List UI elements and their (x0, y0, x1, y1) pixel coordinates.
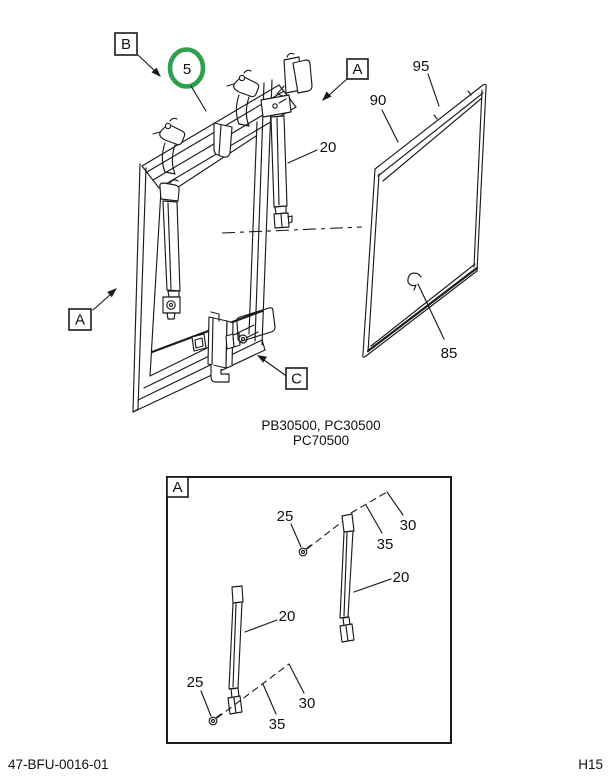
model-caption-line1: PB30500, PC30500 (261, 418, 380, 433)
glass-panel (362, 83, 487, 358)
callout-part20[interactable]: 20 (320, 139, 337, 156)
callout-part90[interactable]: 90 (370, 92, 387, 109)
leader-lower-20 (244, 619, 278, 633)
callout-lower-25[interactable]: 25 (187, 674, 204, 691)
leader-part5 (190, 85, 207, 112)
page-code: H15 (578, 757, 603, 772)
leader-part85 (417, 283, 445, 340)
leader-lower-35 (262, 683, 277, 715)
model-caption-line2: PC70500 (293, 433, 349, 448)
view-ref-c-box (285, 367, 308, 390)
detail-ref-label: A (172, 479, 182, 496)
detail-ref-box (166, 476, 189, 498)
highlight-circle (167, 47, 206, 89)
leader-upper-35 (365, 504, 383, 534)
header-bracket-block (213, 122, 233, 158)
strut-compressed (227, 585, 244, 715)
gas-strut-left (159, 179, 181, 320)
leader-upper-20 (353, 578, 392, 593)
callout-part5[interactable]: 5 (183, 61, 191, 78)
arrow-to-view-c (263, 359, 286, 376)
leader-lower-25 (200, 690, 212, 717)
doc-number: 47-BFU-0016-01 (8, 757, 109, 772)
callout-upper-20[interactable]: 20 (393, 569, 410, 586)
callout-part85[interactable]: 85 (441, 345, 458, 362)
axis-dash-lower (216, 663, 290, 719)
arrow-to-view-a-top (327, 78, 348, 97)
leader-upper-25 (290, 523, 302, 548)
right-post (248, 79, 273, 346)
highlighted-part-5[interactable]: 5 (167, 47, 206, 89)
hinge-clamp-left (152, 117, 186, 175)
strut-mount-bracket (276, 52, 313, 98)
door-frame-assembly (132, 52, 363, 413)
arrow-to-view-b (137, 54, 156, 72)
detail-view-a: A (166, 476, 452, 744)
centerline (221, 226, 363, 234)
view-ref-a-top-box (346, 58, 369, 80)
retainer-hook-85 (407, 272, 422, 291)
detail-box (166, 476, 452, 744)
leader-lower-30 (288, 663, 305, 694)
view-ref-b-box (114, 32, 138, 56)
left-post (132, 163, 162, 413)
hinge-clamp-right (226, 69, 260, 127)
leader-part90 (381, 109, 399, 143)
mounting-bolt-lower (208, 713, 222, 726)
callout-lower-35[interactable]: 35 (269, 716, 286, 733)
gas-strut-right (260, 94, 293, 229)
leader-part20 (287, 149, 318, 164)
callout-upper-30[interactable]: 30 (400, 517, 417, 534)
strut-extended (339, 513, 355, 643)
arrow-to-view-a-left (92, 293, 112, 311)
callout-lower-20[interactable]: 20 (279, 608, 296, 625)
callout-part95[interactable]: 95 (413, 58, 430, 75)
view-ref-a-left-label: A (75, 312, 85, 329)
callout-upper-25[interactable]: 25 (277, 508, 294, 525)
view-ref-a-left-box (68, 308, 92, 331)
view-ref-c-label: C (291, 371, 302, 388)
view-ref-b-label: B (121, 36, 131, 53)
leader-upper-30 (386, 491, 404, 516)
leader-part95 (427, 73, 440, 107)
axis-dash-upper (350, 491, 388, 514)
callout-lower-30[interactable]: 30 (299, 695, 316, 712)
callout-upper-35[interactable]: 35 (377, 536, 394, 553)
callouts-main: B 5 A 95 90 20 85 A C (68, 32, 458, 390)
view-ref-a-top-label: A (352, 61, 362, 78)
latch-assembly (191, 307, 276, 383)
mounting-bolt-upper (298, 544, 312, 557)
axis-dash-upper-2 (306, 520, 344, 550)
